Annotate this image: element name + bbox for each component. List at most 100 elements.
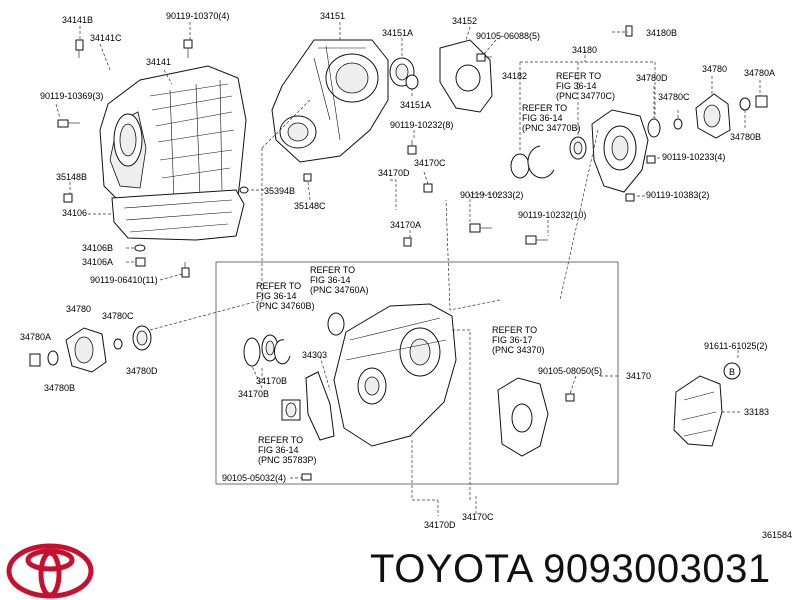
label-34170B-1: 34170B: [256, 376, 287, 386]
label-90105-06088: 90105-06088(5): [476, 31, 540, 41]
seal-34760B: [243, 334, 291, 367]
svg-text:(PNC 34770C): (PNC 34770C): [556, 91, 615, 101]
toyota-logo: [6, 543, 94, 599]
label-34780D-tr: 34780D: [636, 73, 668, 83]
bolt-90119-10369: [57, 119, 80, 128]
label-90119-10370: 90119-10370(4): [166, 11, 229, 21]
label-90119-06410: 90119-06410(11): [90, 275, 158, 285]
label-34780A-l: 34780A: [20, 332, 51, 342]
ref-note-34370: REFER TO FIG 36-17 (PNC 34370): [492, 325, 545, 355]
bolt-34170C-top: [423, 183, 433, 193]
label-34141C: 34141C: [90, 33, 122, 43]
oring-34780C-tr: [673, 118, 683, 130]
label-34151A-mid: 34151A: [400, 100, 431, 110]
circle-b-marker: B: [723, 362, 741, 380]
bolt-90105-06088: [476, 53, 492, 62]
svg-text:REFER TO: REFER TO: [492, 325, 537, 335]
bearing-35783P: [281, 399, 301, 421]
label-34151A-top: 34151A: [382, 28, 413, 38]
svg-text:(PNC 34370): (PNC 34370): [492, 345, 545, 355]
label-91611-61025: 91611-61025(2): [704, 341, 767, 351]
label-34106: 34106: [62, 208, 87, 218]
svg-text:(PNC 34760B): (PNC 34760B): [256, 301, 315, 311]
ref-note-35783P: REFER TO FIG 36-14 (PNC 35783P): [258, 435, 317, 465]
label-90119-10232-8: 90119-10232(8): [390, 120, 453, 130]
oil-pump-34370: [497, 377, 549, 457]
svg-text:REFER TO: REFER TO: [258, 435, 303, 445]
part-labels: 34141B 34141C 90119-10370(4) 34151 34152…: [20, 11, 792, 540]
label-34141B: 34141B: [62, 15, 93, 25]
label-34182: 34182: [502, 71, 527, 81]
seal-34760A: [327, 312, 345, 336]
snap-ring-34182: [510, 145, 555, 179]
label-34303: 34303: [302, 350, 327, 360]
bolt-90119-10370: [183, 39, 193, 58]
label-35148B: 35148B: [56, 172, 87, 182]
label-35148C: 35148C: [294, 201, 326, 211]
bolt-34141B: [75, 39, 84, 58]
transfer-case-34151: [271, 39, 389, 163]
svg-text:(PNC 35783P): (PNC 35783P): [258, 455, 317, 465]
circle-b-label: B: [729, 367, 735, 377]
oring-34780C-l: [113, 338, 123, 350]
seal-34780D-l: [132, 325, 152, 351]
label-34780C-l: 34780C: [102, 311, 134, 321]
transfer-case-assy-34170: [333, 303, 457, 447]
seal-34770B: [569, 136, 587, 160]
label-90105-05032: 90105-05032(4): [222, 473, 286, 483]
label-34170B-2: 34170B: [238, 389, 269, 399]
gasket-34303: [305, 371, 335, 441]
label-34170D-top: 34170D: [378, 168, 410, 178]
bolt-34170A: [403, 237, 412, 247]
svg-text:(PNC 34770B): (PNC 34770B): [522, 123, 581, 133]
label-90119-10233-4: 90119-10233(4): [662, 152, 725, 162]
leader-lines: [55, 22, 761, 516]
label-35394B: 35394B: [264, 186, 295, 196]
transmission-case-34141: [99, 65, 247, 225]
label-34106A: 34106A: [82, 257, 113, 267]
label-90119-10369: 90119-10369(3): [40, 91, 103, 101]
svg-text:REFER TO: REFER TO: [556, 71, 601, 81]
label-34152: 34152: [452, 16, 477, 26]
label-34780D-l: 34780D: [126, 366, 158, 376]
seal-34151A: [389, 57, 419, 90]
bolt-90119-10233-4: [646, 155, 656, 164]
bolt-90105-05032: [301, 473, 312, 481]
ref-note-34760A: REFER TO FIG 36-14 (PNC 34760A): [310, 265, 369, 295]
washer-34780B-l: [47, 350, 59, 366]
svg-text:FIG 36-14: FIG 36-14: [522, 113, 563, 123]
svg-text:REFER TO: REFER TO: [256, 281, 301, 291]
label-34780B-tr: 34780B: [730, 132, 761, 142]
label-33183: 33183: [744, 407, 769, 417]
label-90105-08050: 90105-08050(5): [538, 366, 602, 376]
drain-plug-34106A-B: [134, 244, 146, 267]
flange-34780-l: [65, 327, 107, 373]
oil-pan-34106: [111, 189, 245, 241]
ref-note-34760B: REFER TO FIG 36-14 (PNC 34760B): [256, 281, 315, 311]
label-34780A-tr: 34780A: [744, 68, 775, 78]
bolt-90119-10232-10: [525, 235, 548, 245]
svg-text:FIG 36-14: FIG 36-14: [310, 275, 351, 285]
label-34170D-bot: 34170D: [424, 520, 456, 530]
washer-34780B-tr: [739, 97, 751, 111]
label-34780-l: 34780: [66, 304, 91, 314]
svg-text:REFER TO: REFER TO: [310, 265, 355, 275]
label-34780-tr: 34780: [702, 64, 727, 74]
footer-title: TOYOTA 9093003031: [370, 547, 771, 591]
flange-34780-tr: [695, 93, 731, 139]
label-34180B: 34180B: [646, 28, 677, 38]
svg-text:REFER TO: REFER TO: [522, 103, 567, 113]
ref-note-34770C: REFER TO FIG 36-14 (PNC 34770C): [556, 71, 615, 101]
assembly-box-34170: [215, 261, 619, 485]
svg-text:FIG 36-14: FIG 36-14: [256, 291, 297, 301]
bolt-90119-06410: [181, 262, 190, 278]
plug-35148B: [63, 193, 73, 203]
label-90119-10233-2: 90119-10233(2): [460, 190, 523, 200]
label-diagram-code: 361584: [762, 530, 792, 540]
extension-housing-34180: [591, 109, 649, 193]
nut-34780A-tr: [755, 95, 768, 108]
bolt-90119-10232-8: [407, 140, 417, 155]
bolt-90105-08050: [565, 393, 575, 402]
plug-35394B-35148C: [239, 173, 312, 194]
svg-text:FIG 36-14: FIG 36-14: [258, 445, 299, 455]
